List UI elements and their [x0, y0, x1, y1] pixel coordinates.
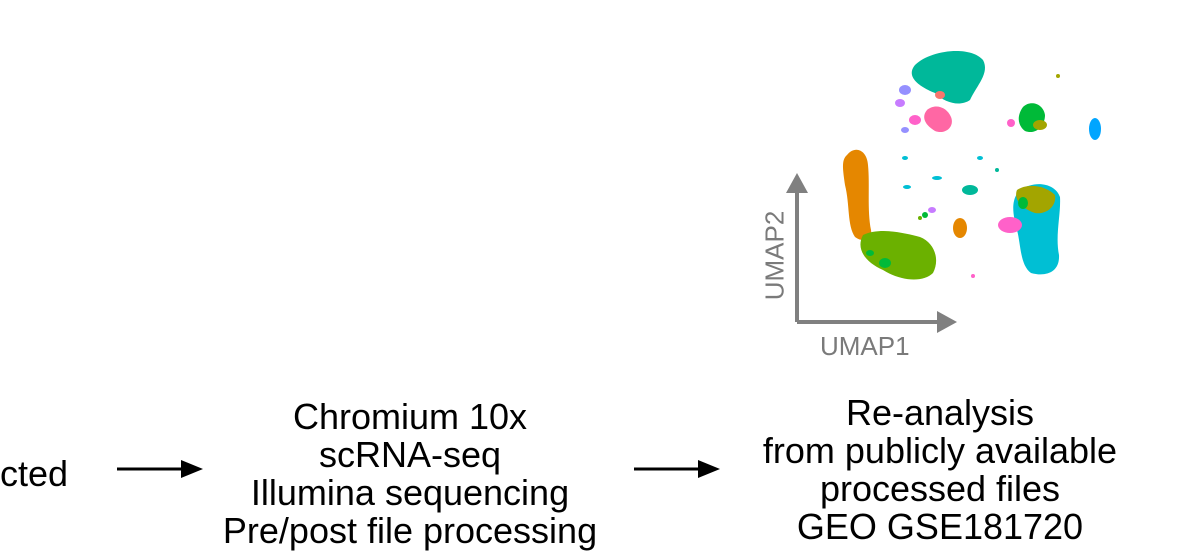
step-line: processed files: [819, 468, 1061, 509]
step-line: Illumina sequencing: [250, 472, 570, 513]
umap-plot-illustration: [786, 50, 1101, 333]
umap1-axis-label: UMAP1: [820, 331, 910, 361]
step-line: Pre/post file processing: [222, 510, 598, 551]
arrow-right-icon: [634, 460, 720, 478]
step-line: from publicly available: [762, 430, 1118, 471]
step-reanalysis-text: Re-analysis from publicly available proc…: [735, 394, 1145, 546]
step-line: Re-analysis: [845, 392, 1035, 433]
step-collected-text: ected: [0, 455, 68, 493]
umap-axes: [786, 173, 957, 333]
umap-clusters: [843, 50, 1101, 280]
step-line: scRNA-seq: [318, 434, 502, 475]
step-line: Chromium 10x: [292, 396, 528, 437]
arrow-right-icon: [117, 460, 203, 478]
umap2-axis-label: UMAP2: [759, 210, 790, 301]
step-sequencing-text: Chromium 10x scRNA-seq Illumina sequenci…: [220, 398, 600, 550]
step-line: GEO GSE181720: [796, 506, 1084, 547]
step-line: ected: [0, 453, 69, 494]
